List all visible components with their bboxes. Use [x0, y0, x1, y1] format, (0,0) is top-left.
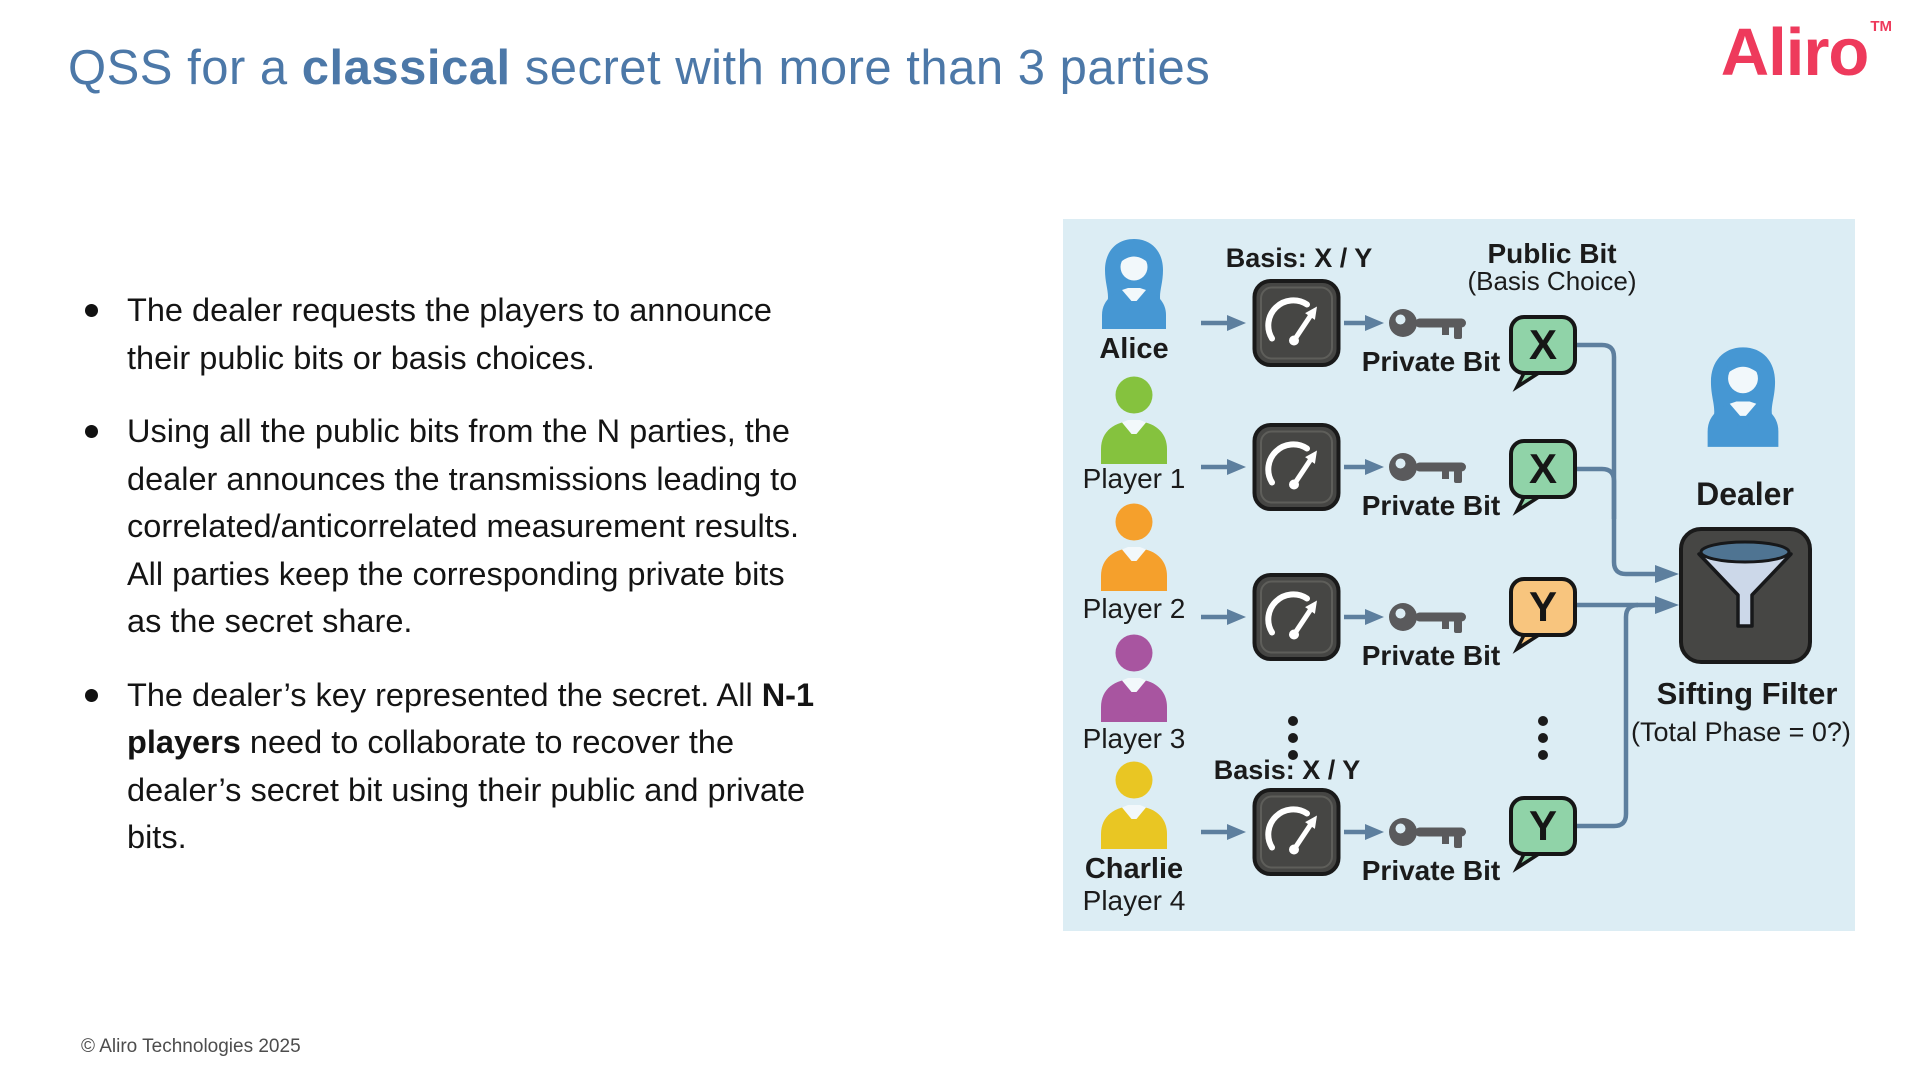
- player1-label: Player 1: [1083, 463, 1186, 494]
- bullet-1-text: The dealer requests the players to annou…: [127, 292, 773, 376]
- svg-text:Y: Y: [1529, 802, 1557, 849]
- dealer-label: Dealer: [1696, 476, 1794, 512]
- basis-label-bottom: Basis: X / Y: [1214, 755, 1361, 785]
- bullet-dot: [85, 688, 98, 702]
- svg-text:Y: Y: [1529, 583, 1557, 630]
- sifting-filter-title: Sifting Filter: [1657, 676, 1838, 711]
- private-key-icon: [1389, 603, 1466, 633]
- trademark-symbol: TM: [1870, 17, 1892, 35]
- measurement-device-icon: [1255, 425, 1339, 509]
- measurement-device-icon: [1255, 575, 1339, 659]
- public-bit-bubble: X: [1509, 439, 1577, 516]
- charlie-avatar-icon: [1101, 761, 1167, 849]
- bullet-item-3: The dealer’s key represented the secret.…: [85, 672, 985, 862]
- sifting-filter-subtitle: (Total Phase = 0?): [1631, 717, 1851, 747]
- bullet-dot: [85, 304, 98, 317]
- private-bit-label: Private Bit: [1362, 490, 1501, 521]
- ellipsis-dots: [1288, 716, 1548, 760]
- title-bold-word: classical: [301, 41, 511, 95]
- aliro-logo-text: Aliro: [1720, 15, 1870, 90]
- qss-protocol-diagram: Basis: X / Y Public Bit (Basis Choice) A…: [1063, 219, 1855, 931]
- player2-avatar-icon: [1101, 503, 1167, 591]
- public-bit-bubble: X: [1509, 315, 1577, 392]
- private-key-icon: [1389, 309, 1466, 339]
- measurement-device-icon: [1255, 281, 1339, 365]
- alice-label: Alice: [1099, 333, 1168, 365]
- private-bit-label: Private Bit: [1362, 855, 1501, 886]
- player4-label: Player 4: [1083, 885, 1186, 916]
- qss-diagram-svg: Basis: X / Y Public Bit (Basis Choice) A…: [1083, 238, 1851, 916]
- bullet-2-text: Using all the public bits from the N par…: [127, 413, 799, 639]
- bullet-item-1: The dealer requests the players to annou…: [85, 287, 985, 382]
- player1-avatar-icon: [1101, 376, 1167, 464]
- public-bit-subtitle: (Basis Choice): [1467, 266, 1636, 296]
- bullet-3-text: The dealer’s key represented the secret.…: [127, 676, 815, 856]
- title-text-end: secret with more than 3 parties: [510, 41, 1211, 95]
- arrow-heads: [1227, 315, 1679, 840]
- charlie-label: Charlie: [1085, 853, 1183, 885]
- player3-avatar-icon: [1101, 634, 1167, 722]
- bullet-dot: [85, 425, 98, 438]
- private-bit-label: Private Bit: [1362, 640, 1501, 671]
- bullet-item-2: Using all the public bits from the N par…: [85, 408, 985, 646]
- title-text: QSS for a: [68, 41, 302, 95]
- player3-label: Player 3: [1083, 723, 1186, 754]
- sifting-filter-icon: [1679, 527, 1812, 664]
- connector-lines: [1201, 320, 1655, 835]
- page-title: QSS for a classical secret with more tha…: [68, 40, 1210, 96]
- private-key-icon: [1389, 818, 1466, 848]
- basis-label-top: Basis: X / Y: [1226, 243, 1373, 273]
- svg-text:X: X: [1529, 321, 1557, 368]
- public-bit-bubble: Y: [1509, 577, 1577, 654]
- alice-avatar-icon: [1102, 239, 1166, 329]
- footer-copyright: © Aliro Technologies 2025: [81, 1036, 301, 1057]
- measurement-device-icon: [1255, 790, 1339, 874]
- public-bit-bubble: Y: [1509, 796, 1577, 873]
- private-bit-label: Private Bit: [1362, 346, 1501, 377]
- svg-text:X: X: [1529, 445, 1557, 492]
- private-key-icon: [1389, 453, 1466, 483]
- public-bit-title: Public Bit: [1487, 238, 1616, 269]
- dealer-avatar-icon: [1707, 347, 1779, 447]
- bullet-list: The dealer requests the players to annou…: [85, 287, 985, 888]
- player2-label: Player 2: [1083, 593, 1186, 624]
